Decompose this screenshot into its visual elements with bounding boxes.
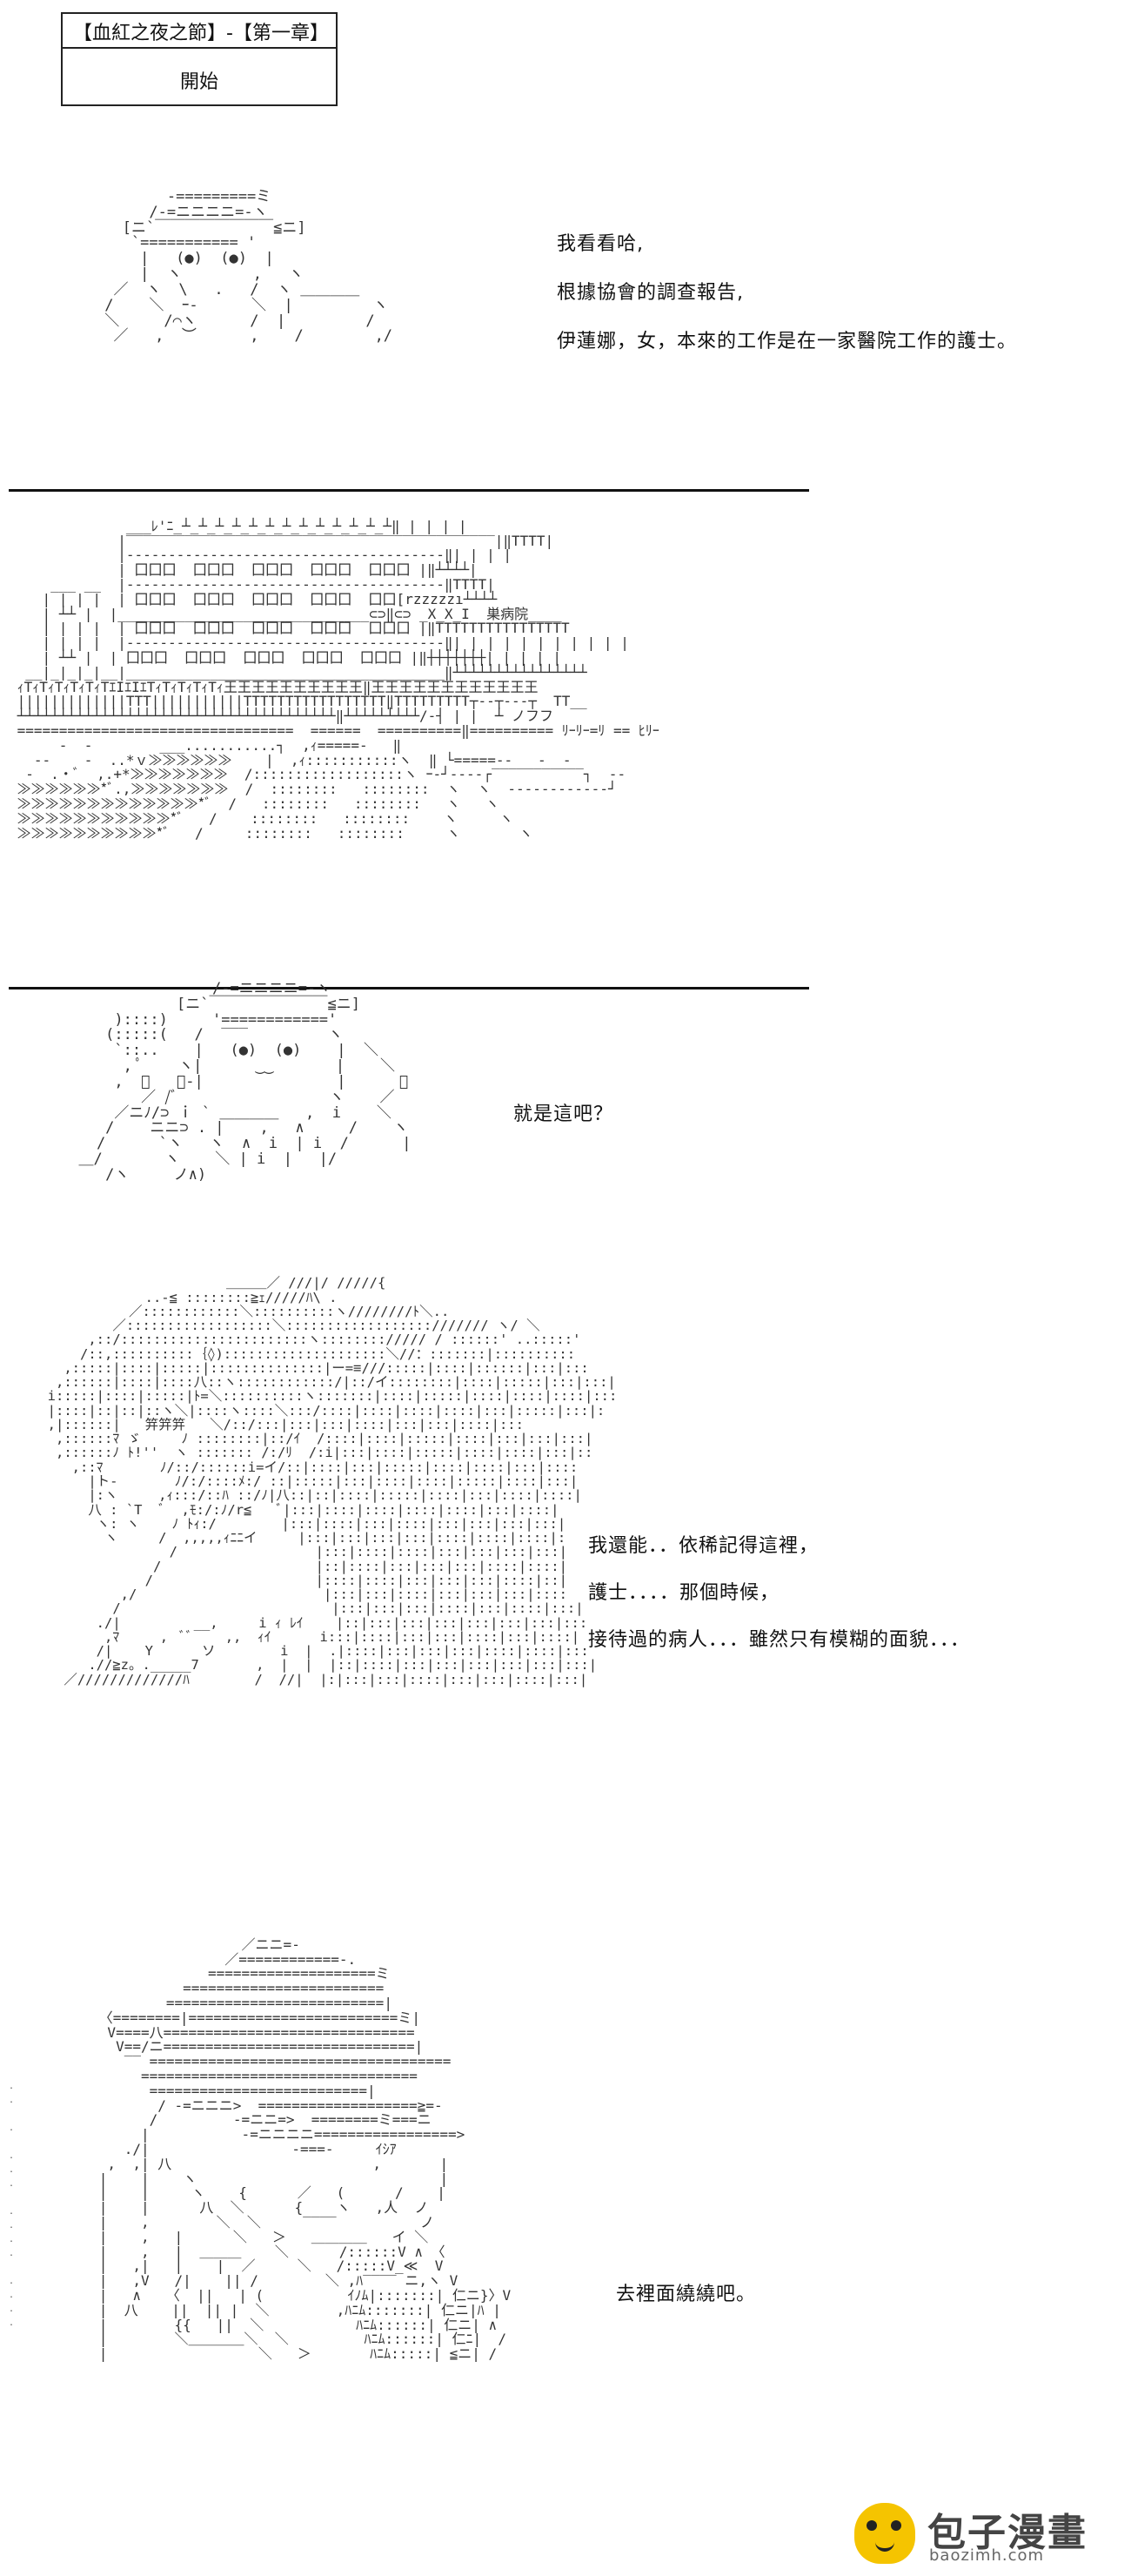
ascii-art-figure-3: /-=ニニニニ=-ヽ [ニ`￣￣￣￣￣￣￣￣≦ニ] )::::) '======…	[78, 979, 412, 1184]
scene4-line-3: 接待過的病人．．．雖然只有模糊的面貌．．．	[588, 1629, 971, 1651]
ascii-art-figure-1: -=========ミ /-=ニニニニ=-ヽ [ニ`￣￣￣￣￣￣￣￣≦ニ] `=…	[104, 187, 393, 345]
scene4-tag: 笄笄笄	[144, 1416, 186, 1432]
hospital-sign: 巣病院	[486, 605, 529, 622]
scene4-line-1: 我還能．．依稀記得這裡，	[588, 1535, 820, 1557]
title-header: 【血紅之夜之節】-【第一章】	[63, 14, 336, 49]
ascii-art-figure-4: ＿＿＿／ ///|/ /////{ ..-≦ ::::::::≧ｪ/////ﾊ\…	[47, 1275, 618, 1687]
panel-bottom-border	[9, 987, 809, 989]
ascii-art-figure-5: ／ニニ=- ／============-. ==================…	[98, 1935, 512, 2363]
watermark-url: baozimh.com	[929, 2546, 1045, 2565]
scene5-line-1: 去裡面繞繞吧。	[616, 2284, 757, 2305]
dotted-margin: . . . . . . . . . . . . . .	[9, 2082, 15, 2328]
scene4-dialogue: 我還能．．依稀記得這裡， 護士．．．．那個時候， 接待過的病人．．．雖然只有模糊…	[588, 1530, 970, 1652]
scene1-line-2: 根據協會的調查報告,	[557, 282, 744, 304]
site-watermark: 包子漫畫 baozimh.com	[854, 2501, 1115, 2567]
chapter-title: 【血紅之夜之節】-【第一章】	[73, 23, 329, 44]
scene1-dialogue: 我看看哈, 根據協會的調查報告, 伊蓮娜，女，本來的工作是在一家醫院工作的護士。	[557, 228, 1017, 353]
panel-top-border	[9, 489, 809, 492]
ascii-art-hospital: ___ﾚ'ﾆ_┴_┴_┴_┴_┴_┴_┴_┴_┴_┴_┴_┴_┴‖ | | | …	[17, 517, 659, 842]
scene1-line-1: 我看看哈,	[557, 233, 644, 255]
scene4-line-2: 護士．．．．那個時候，	[588, 1582, 780, 1604]
chapter-title-box: 【血紅之夜之節】-【第一章】 開始	[61, 12, 338, 106]
chapter-subtitle: 開始	[179, 71, 218, 93]
scene1-line-3: 伊蓮娜，女，本來的工作是在一家醫院工作的護士。	[557, 331, 1018, 352]
bun-logo-icon	[854, 2503, 915, 2564]
watermark-name: 包子漫畫	[927, 2511, 1088, 2555]
scene3-line-1: 就是這吧？	[513, 1104, 614, 1125]
